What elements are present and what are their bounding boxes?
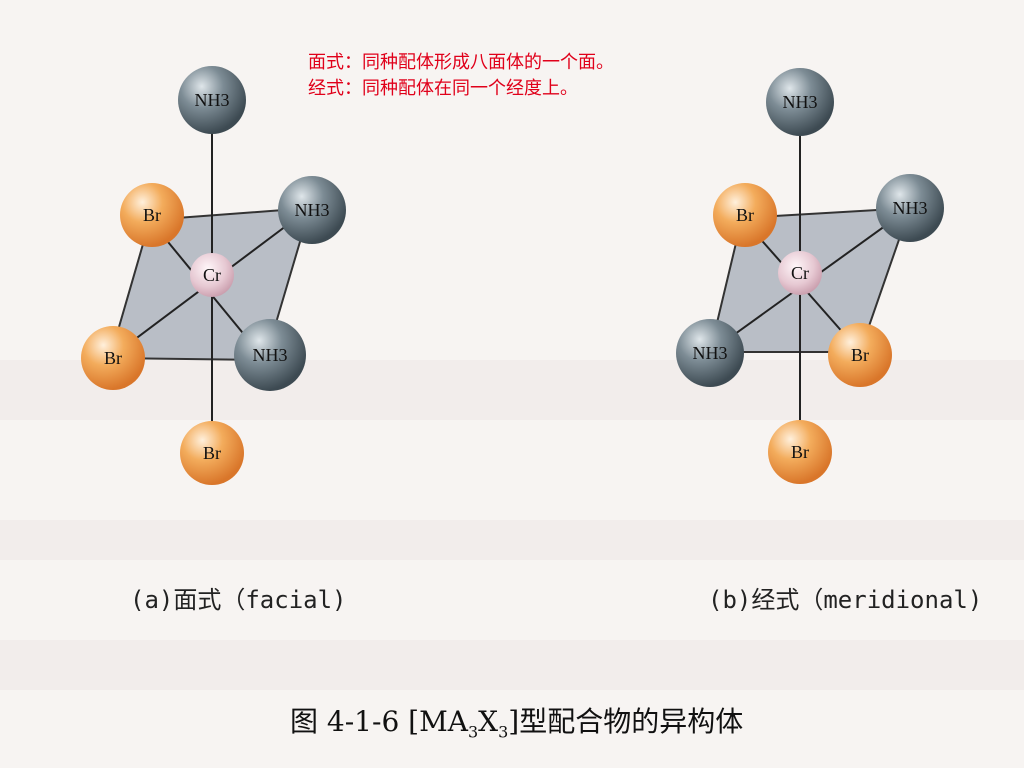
atom-label: NH3 — [253, 345, 288, 365]
facial-definition: 面式：同种配体形成八面体的一个面。 — [308, 52, 614, 73]
atom-label: Br — [736, 205, 754, 225]
ligand-nh3-right — [278, 176, 346, 244]
ligand-nh3-top — [178, 66, 246, 134]
definition-notes: 面式：同种配体形成八面体的一个面。 经式：同种配体在同一个经度上。 — [308, 50, 614, 102]
atom-label: Br — [104, 348, 122, 368]
ligand-nh3-front — [234, 319, 306, 391]
figure-title-sub2: 3 — [498, 722, 509, 742]
ligand-br-left — [713, 183, 777, 247]
ligand-br-bottom — [768, 420, 832, 484]
atom-label: NH3 — [893, 198, 928, 218]
meridional-isomer-svg: NH3 Br NH3 Cr NH3 Br Br — [676, 68, 944, 484]
figure-title-mid: X — [478, 705, 499, 738]
atom-label: Br — [143, 205, 161, 225]
atom-label: NH3 — [195, 90, 230, 110]
atom-label: Cr — [203, 265, 221, 285]
figure-title-suffix: ]型配合物的异构体 — [508, 705, 744, 738]
ligand-br-bottom-left — [81, 326, 145, 390]
figure-title-sub1: 3 — [467, 722, 479, 742]
ligand-nh3-bottom-left — [676, 319, 744, 387]
central-cr-atom — [778, 251, 822, 295]
atom-label: NH3 — [295, 200, 330, 220]
meridional-isomer-diagram: NH3 Br NH3 Cr NH3 Br Br — [670, 40, 970, 510]
figure-title: 图 4-1-6 [MA3X3]型配合物的异构体 — [290, 700, 743, 742]
atom-label: NH3 — [783, 92, 818, 112]
ligand-br-front — [828, 323, 892, 387]
facial-isomer-svg: NH3 Br NH3 Cr Br NH3 Br — [81, 66, 346, 485]
meridional-definition: 经式：同种配体在同一个经度上。 — [308, 78, 578, 99]
meridional-caption: (b)经式（meridional) — [708, 586, 983, 614]
ligand-br-bottom — [180, 421, 244, 485]
ligand-br-left — [120, 183, 184, 247]
central-cr-atom — [190, 253, 234, 297]
facial-caption: (a)面式（facial) — [130, 586, 347, 614]
atom-label: Br — [203, 443, 221, 463]
figure-title-prefix: 图 4-1-6 [MA — [290, 705, 468, 738]
atom-label: Cr — [791, 263, 809, 283]
ligand-nh3-right — [876, 174, 944, 242]
atom-label: Br — [791, 442, 809, 462]
atom-label: NH3 — [693, 343, 728, 363]
ligand-nh3-top — [766, 68, 834, 136]
atom-label: Br — [851, 345, 869, 365]
facial-isomer-diagram: NH3 Br NH3 Cr Br NH3 Br — [80, 40, 380, 510]
